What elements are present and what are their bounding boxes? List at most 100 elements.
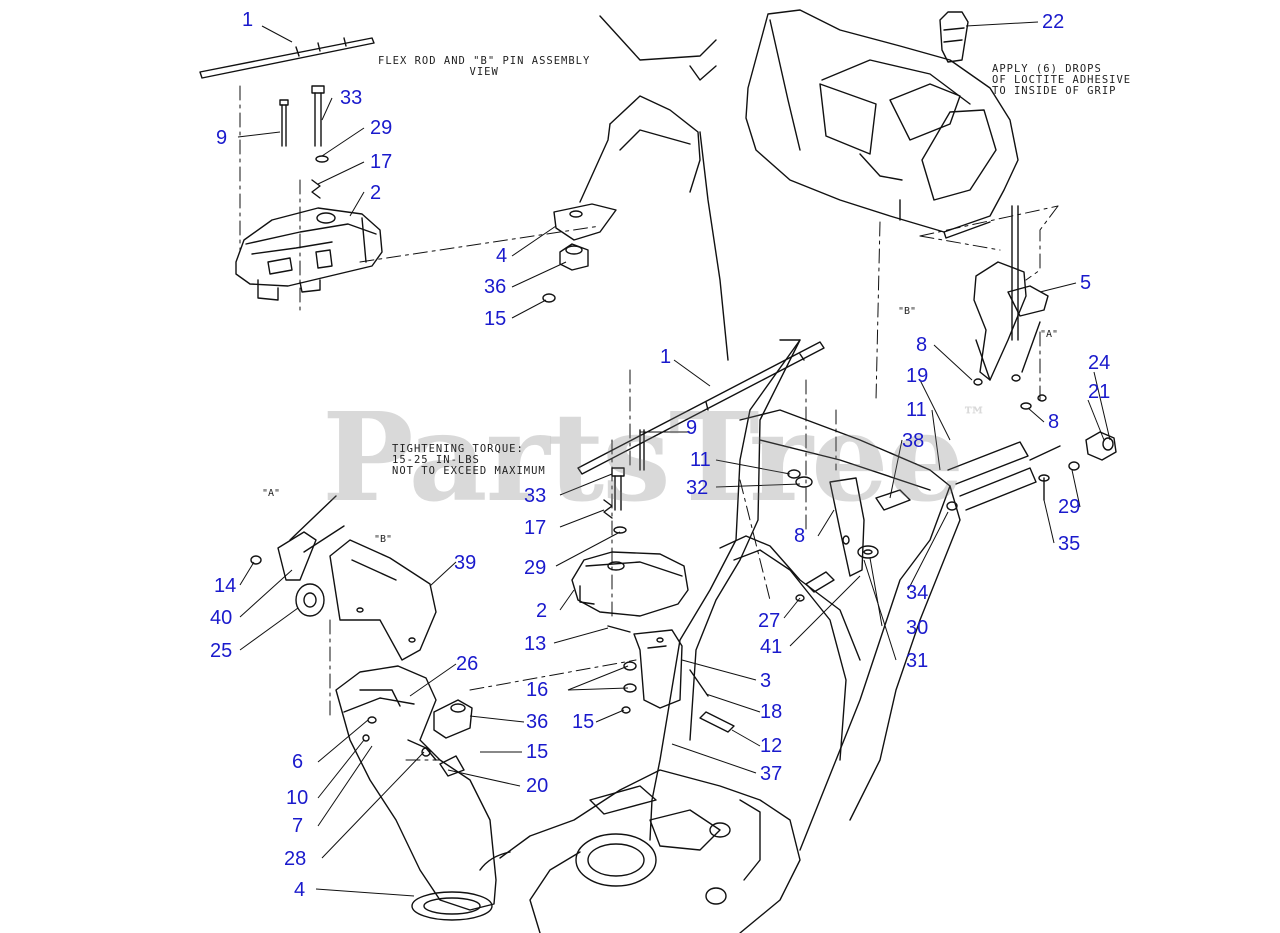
callout-36-mid[interactable]: 36 <box>484 276 507 298</box>
torque-note-line-1: TIGHTENING TORQUE: <box>392 443 524 455</box>
chute-tube-upper <box>579 15 729 361</box>
callout-37[interactable]: 37 <box>760 763 783 785</box>
callout-29-right[interactable]: 29 <box>1058 496 1081 518</box>
flex-rod-middle <box>577 341 825 475</box>
bolt-mid-33 <box>611 467 625 511</box>
bracket-top-4 <box>553 203 617 241</box>
callout-29-top[interactable]: 29 <box>370 117 393 139</box>
callout-33-top[interactable]: 33 <box>340 87 363 109</box>
callout-35[interactable]: 35 <box>1058 533 1081 555</box>
spring-mid-17 <box>603 499 613 519</box>
callout-2-top[interactable]: 2 <box>370 182 382 204</box>
callout-30[interactable]: 30 <box>906 617 929 639</box>
callout-18[interactable]: 18 <box>760 701 783 723</box>
callout-11-mid[interactable]: 11 <box>690 449 711 471</box>
callout-27[interactable]: 27 <box>758 610 781 632</box>
pin-top-9 <box>279 99 289 147</box>
washer-mid-29 <box>613 526 627 534</box>
callout-10[interactable]: 10 <box>286 787 309 809</box>
pin-13 <box>607 625 631 633</box>
callout-8-upper[interactable]: 8 <box>916 334 928 356</box>
partstree-watermark: PartsTree™ <box>322 385 986 529</box>
torque-note-line-3: NOT TO EXCEED MAXIMUM <box>392 465 546 478</box>
pin-12 <box>699 711 735 733</box>
callout-1-mid[interactable]: 1 <box>660 346 672 368</box>
callout-15-mid[interactable]: 15 <box>484 308 507 330</box>
cable-bracket-40 <box>277 495 345 581</box>
callout-20[interactable]: 20 <box>526 775 549 797</box>
pin-a-label-left: "A" <box>262 488 281 499</box>
callout-26[interactable]: 26 <box>456 653 479 675</box>
flex-rod-note-line-1: FLEX ROD AND "B" PIN ASSEMBLY <box>378 55 591 67</box>
flex-rod-note: FLEX ROD AND "B" PIN ASSEMBLY VIEW <box>378 55 591 78</box>
callout-7[interactable]: 7 <box>292 815 304 837</box>
callout-2-mid[interactable]: 2 <box>536 600 548 622</box>
pin-b-label-right: "B" <box>898 306 917 317</box>
callout-6[interactable]: 6 <box>292 751 304 773</box>
callout-4-mid[interactable]: 4 <box>496 245 508 267</box>
callout-16[interactable]: 16 <box>526 679 549 701</box>
callout-13[interactable]: 13 <box>524 633 547 655</box>
callout-22[interactable]: 22 <box>1042 11 1065 33</box>
callout-1-top[interactable]: 1 <box>242 9 254 31</box>
lock-8-right <box>1020 394 1047 410</box>
control-rod-vertical <box>1011 205 1019 341</box>
callout-40[interactable]: 40 <box>210 607 233 629</box>
bushing-36-low <box>433 699 473 739</box>
callout-24[interactable]: 24 <box>1088 352 1111 374</box>
grip-22 <box>939 11 969 63</box>
callout-21[interactable]: 21 <box>1088 381 1111 403</box>
callout-31[interactable]: 31 <box>906 650 929 672</box>
nut-15-low <box>621 706 631 714</box>
mount-bracket-3 <box>633 629 683 709</box>
gear-25 <box>295 583 325 617</box>
flex-rod-top <box>199 37 375 79</box>
handle-frame <box>649 339 961 851</box>
callout-3[interactable]: 3 <box>760 670 772 692</box>
callout-11-right[interactable]: 11 <box>906 399 927 421</box>
nut-top-15 <box>542 293 556 303</box>
callout-34[interactable]: 34 <box>906 582 929 604</box>
pin-mid-9 <box>639 429 645 471</box>
callout-12[interactable]: 12 <box>760 735 783 757</box>
lever-bracket-8 <box>829 477 865 577</box>
callout-14[interactable]: 14 <box>214 575 237 597</box>
callout-29-mid[interactable]: 29 <box>524 557 547 579</box>
callout-32[interactable]: 32 <box>686 477 709 499</box>
loctite-note-line-2: OF LOCTITE ADHESIVE <box>992 74 1132 87</box>
handle-shaft-right <box>947 441 1061 511</box>
callout-17-top[interactable]: 17 <box>370 151 393 173</box>
spacer-30-31 <box>857 545 879 559</box>
watermark-trademark: ™ <box>962 401 986 430</box>
callout-15-low2[interactable]: 15 <box>526 741 549 763</box>
callout-9-top[interactable]: 9 <box>216 127 228 149</box>
callout-4-low[interactable]: 4 <box>294 879 306 901</box>
bushing-top-36 <box>559 243 589 271</box>
callout-38[interactable]: 38 <box>902 430 925 452</box>
callout-5[interactable]: 5 <box>1080 272 1092 294</box>
pivot-bracket-5 <box>973 261 1049 381</box>
callout-17-mid[interactable]: 17 <box>524 517 547 539</box>
callout-41[interactable]: 41 <box>760 636 783 658</box>
spring-top-17 <box>311 179 321 199</box>
callout-15-low[interactable]: 15 <box>572 711 595 733</box>
callout-25[interactable]: 25 <box>210 640 233 662</box>
pin-35 <box>1038 474 1050 501</box>
deflector-39 <box>329 539 437 661</box>
callout-8-right[interactable]: 8 <box>1048 411 1060 433</box>
callout-39[interactable]: 39 <box>454 552 477 574</box>
callout-19[interactable]: 19 <box>906 365 929 387</box>
dash-panel <box>745 9 1019 239</box>
auger-housing <box>479 769 801 933</box>
callout-8-mid[interactable]: 8 <box>794 525 806 547</box>
screw-18 <box>689 669 709 697</box>
callout-36-low[interactable]: 36 <box>526 711 549 733</box>
callout-28[interactable]: 28 <box>284 848 307 870</box>
callout-9-mid[interactable]: 9 <box>686 417 698 439</box>
torque-note-line-2: 15-25 IN-LBS <box>392 454 480 467</box>
callout-33-mid[interactable]: 33 <box>524 485 547 507</box>
bolt-top-33 <box>311 85 325 147</box>
loctite-note-line-3: TO INSIDE OF GRIP <box>992 85 1117 98</box>
